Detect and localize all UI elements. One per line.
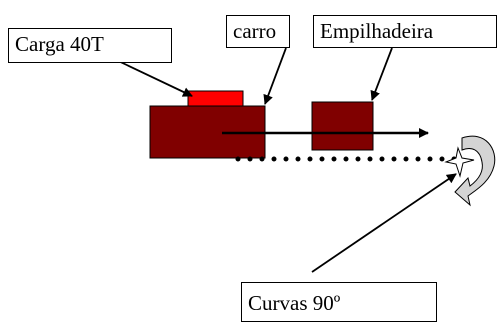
cart-leader-arrow xyxy=(263,47,287,105)
forklift-label: Empilhadeira xyxy=(313,15,497,48)
forklift-leader-arrow xyxy=(370,47,393,101)
cart-label: carro xyxy=(226,15,290,48)
load-label: Carga 40T xyxy=(8,28,172,63)
load-leader-arrow xyxy=(109,56,193,97)
curved-turn-arrow-icon xyxy=(454,135,496,207)
load-block xyxy=(187,90,244,108)
curves-label: Curvas 90º xyxy=(241,282,437,322)
star-burst-icon xyxy=(444,146,475,178)
curves-leader-arrow xyxy=(311,173,457,273)
forklift-block xyxy=(311,101,374,151)
